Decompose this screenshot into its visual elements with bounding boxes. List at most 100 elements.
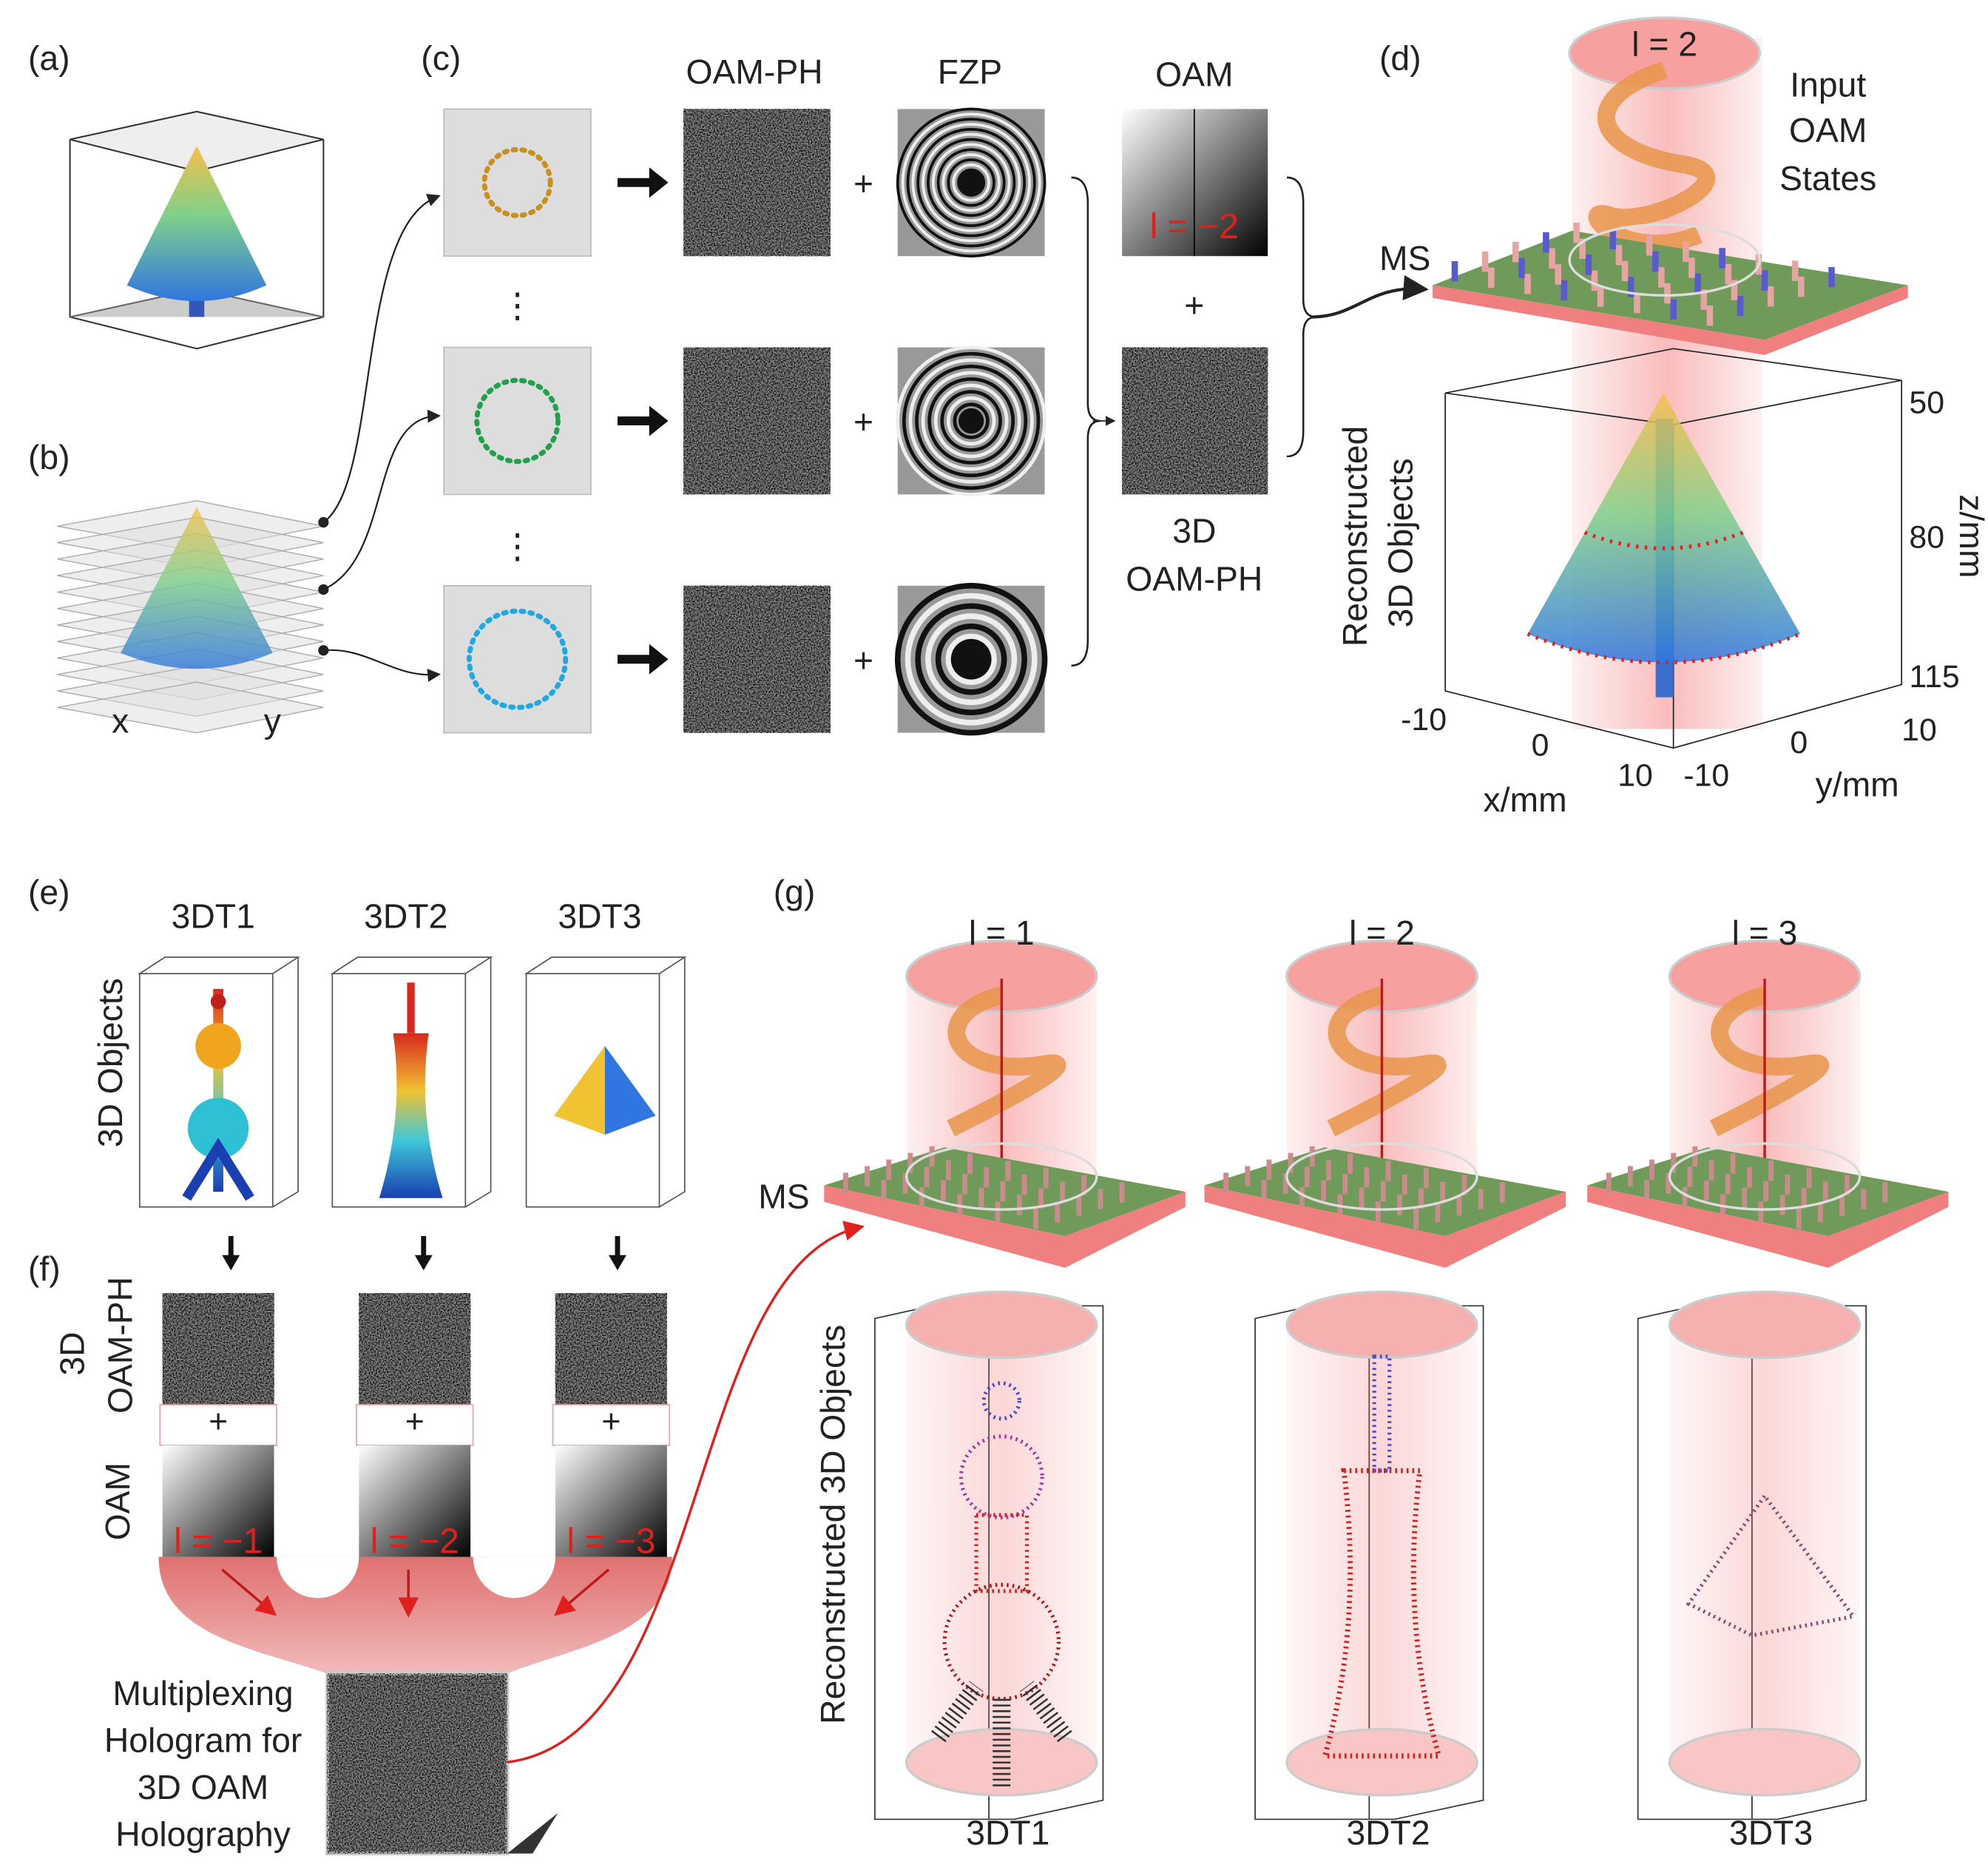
oam-l-value: l = −3 [567, 1522, 655, 1562]
panel-b: (b) x y [28, 194, 442, 740]
dot-ring [481, 146, 553, 218]
metasurface-label: MS [758, 1177, 809, 1215]
panel-b-label: (b) [28, 438, 70, 476]
reconstruction-column-1: l = 1 3DT1 [824, 914, 1186, 1852]
z-tick: 115 [1909, 659, 1959, 695]
mux-caption-line4: Holography [115, 1815, 291, 1853]
hologram-column-1: +l = −1 [159, 1293, 277, 1616]
oam-l-value: l = −2 [1150, 207, 1239, 246]
row-label-oam-ph: OAM-PH [101, 1277, 140, 1414]
ellipsis-icon: ⋮ [500, 286, 534, 324]
slice-row: + [443, 345, 1047, 496]
arrow-to-metasurface [507, 1221, 865, 1764]
arrow-to-ms [1312, 274, 1429, 319]
metasurface-edge [1433, 285, 1908, 355]
multiplexing-funnel [158, 1556, 672, 1687]
panel-c-label: (c) [421, 38, 461, 77]
oam-phase-image [359, 1445, 471, 1557]
plus-sign: + [1184, 286, 1204, 324]
mux-caption-line3: 3D OAM [138, 1768, 268, 1806]
x-tick: -10 [1401, 702, 1447, 737]
sliced-tree [121, 507, 273, 669]
oam-column-title: OAM [1155, 55, 1233, 94]
hologram-column-2: + l = −2 [356, 1293, 474, 1618]
panel-f: (f) 3D OAM-PH OAM +l = −1+l = −2+l = −3 … [28, 1221, 865, 1856]
metasurface-label: MS [1379, 239, 1430, 277]
oam-phase-image: l = −2 [1122, 109, 1268, 257]
beam-aperture [1568, 16, 1761, 90]
helical-wavefront [947, 986, 1066, 1137]
panel-d-label: (d) [1379, 38, 1421, 77]
object-title: 3DT3 [558, 897, 641, 936]
z-axis-label: z/mm [1952, 494, 1988, 578]
slice-row: + [443, 107, 1047, 258]
y-tick: -10 [1683, 758, 1729, 794]
slice-arrows [318, 194, 442, 682]
plus-sign: + [853, 641, 873, 679]
plus-sign: + [601, 1404, 621, 1440]
sliced-tree-stack [57, 500, 324, 734]
3d-object-2: 3DT2 [330, 897, 493, 1271]
reconstructed-label-line1: Reconstructed [1336, 426, 1374, 647]
oam-phase-image [162, 1445, 274, 1557]
reconstructed-side-label: Reconstructed 3D Objects [814, 1325, 852, 1724]
mux-caption-line1: Multiplexing [112, 1674, 293, 1712]
plus-sign: + [209, 1404, 228, 1440]
axis-x-label: x [112, 702, 129, 740]
plus-sign: + [853, 164, 873, 203]
input-l-value: l = 2 [1632, 24, 1697, 63]
panel-a: (a) [28, 38, 325, 350]
input-oam-states-line2: OAM [1789, 111, 1867, 149]
slice-image [443, 108, 592, 257]
panel-e-label: (e) [28, 873, 70, 911]
fzp-column-title: FZP [938, 53, 1002, 91]
sum-brace [1071, 176, 1101, 667]
3d-object-1: 3DT1 [137, 897, 300, 1271]
panel-a-label: (a) [28, 38, 70, 77]
axis-y-label: y [264, 702, 282, 740]
reconstructed-object [1321, 1354, 1443, 1759]
oam-l-value: l = −2 [371, 1522, 459, 1562]
3d-oam-ph-label-line2: OAM-PH [1126, 560, 1262, 598]
reconstructed-label-line2: 3D Objects [1382, 459, 1420, 628]
y-tick: 0 [1790, 725, 1808, 760]
plus-sign: + [405, 1404, 425, 1440]
panel-d: (d) l = 2 Input OAM States MS 50 80 115 … [1336, 16, 1988, 819]
input-oam-states-line1: Input [1790, 65, 1866, 104]
3d-objects-side-label: 3D Objects [91, 978, 129, 1147]
slice-rows: + + + [443, 107, 1048, 736]
arrow-icon [221, 1568, 277, 1616]
hologram-column-3: + l = −3 [552, 1293, 671, 1616]
panel-g: (g) MS Reconstructed 3D Objects l = 1 3DT… [758, 873, 1949, 1852]
panel-e: (e) 3D Objects 3DT1 3DT2 3DT3 [28, 873, 687, 1271]
y-axis-label: y/mm [1816, 765, 1899, 803]
input-oam-states-line3: States [1779, 159, 1876, 198]
slice-image [443, 346, 592, 496]
object-title: 3DT1 [172, 897, 255, 936]
oam-phase-image [555, 1445, 667, 1557]
3d-object-3: 3DT3 [524, 897, 687, 1271]
dot-ring [467, 608, 569, 710]
slice-image [443, 584, 592, 734]
helical-wavefront [1327, 986, 1447, 1137]
dot-ring [474, 377, 561, 465]
reconstructed-object [930, 1381, 1072, 1788]
arrow-icon [554, 1568, 610, 1616]
ellipsis-icon: ⋮ [500, 527, 534, 565]
3d-oam-ph-hologram-texture [1122, 347, 1268, 495]
object-title: 3DT3 [1729, 1814, 1813, 1852]
slice-row: + [443, 583, 1048, 736]
panel-c: (c) OAM-PH FZP OAM + + + ⋮ ⋮ l = −2 + 3D O… [421, 38, 1429, 736]
row-label-oam: OAM [98, 1462, 137, 1540]
reconstructed-tree [1526, 393, 1802, 698]
3d-oam-ph-label-line1: 3D [1172, 512, 1216, 550]
panel-g-label: (g) [774, 873, 816, 911]
object-title: 3DT1 [966, 1814, 1049, 1852]
x-tick: 10 [1617, 758, 1653, 794]
z-tick: 50 [1909, 385, 1944, 421]
input-l-value: l = 1 [969, 914, 1035, 952]
plus-sign: + [853, 402, 873, 441]
